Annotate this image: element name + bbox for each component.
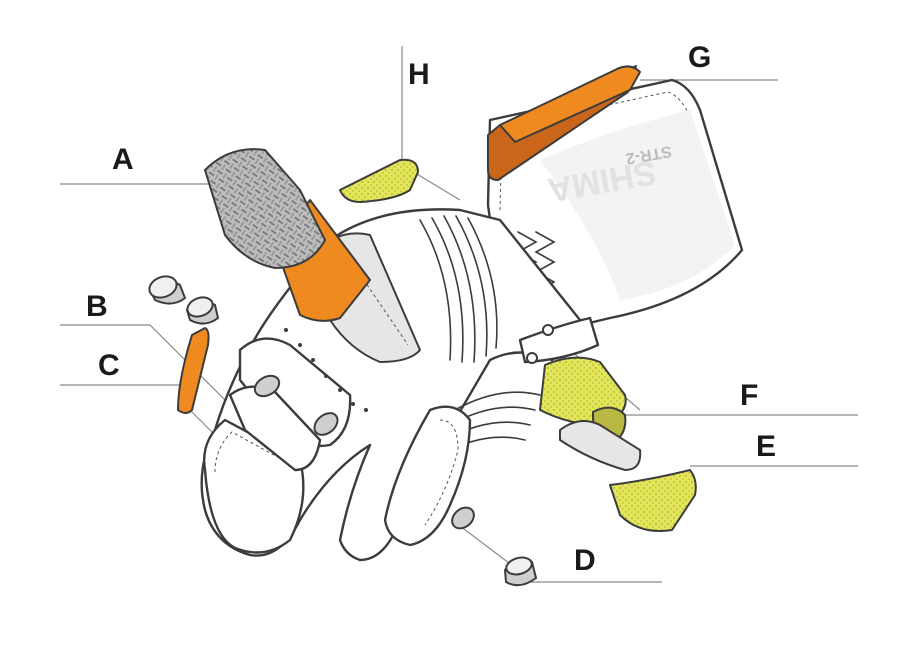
component-d-thumb-slider (503, 556, 538, 587)
component-e-palm-slider (609, 469, 697, 532)
label-a: A (112, 143, 134, 176)
component-f-palm-pad (539, 356, 642, 471)
label-g: G (688, 41, 712, 74)
ribbed-panel (419, 215, 498, 363)
component-h-knuckle-pad (339, 158, 419, 203)
component-c-finger-strip (177, 327, 210, 414)
wrist-strap (518, 316, 600, 364)
label-c: C (98, 349, 120, 382)
component-g-cuff-insert (487, 65, 641, 181)
label-h: H (408, 58, 430, 91)
label-d: D (574, 544, 596, 577)
label-b: B (86, 290, 108, 323)
perforation-dots (284, 328, 368, 412)
label-e: E (756, 430, 777, 463)
label-f: F (740, 379, 759, 412)
component-a-carbon-knuckle (203, 148, 371, 322)
component-b-finger-sliders (148, 275, 220, 325)
